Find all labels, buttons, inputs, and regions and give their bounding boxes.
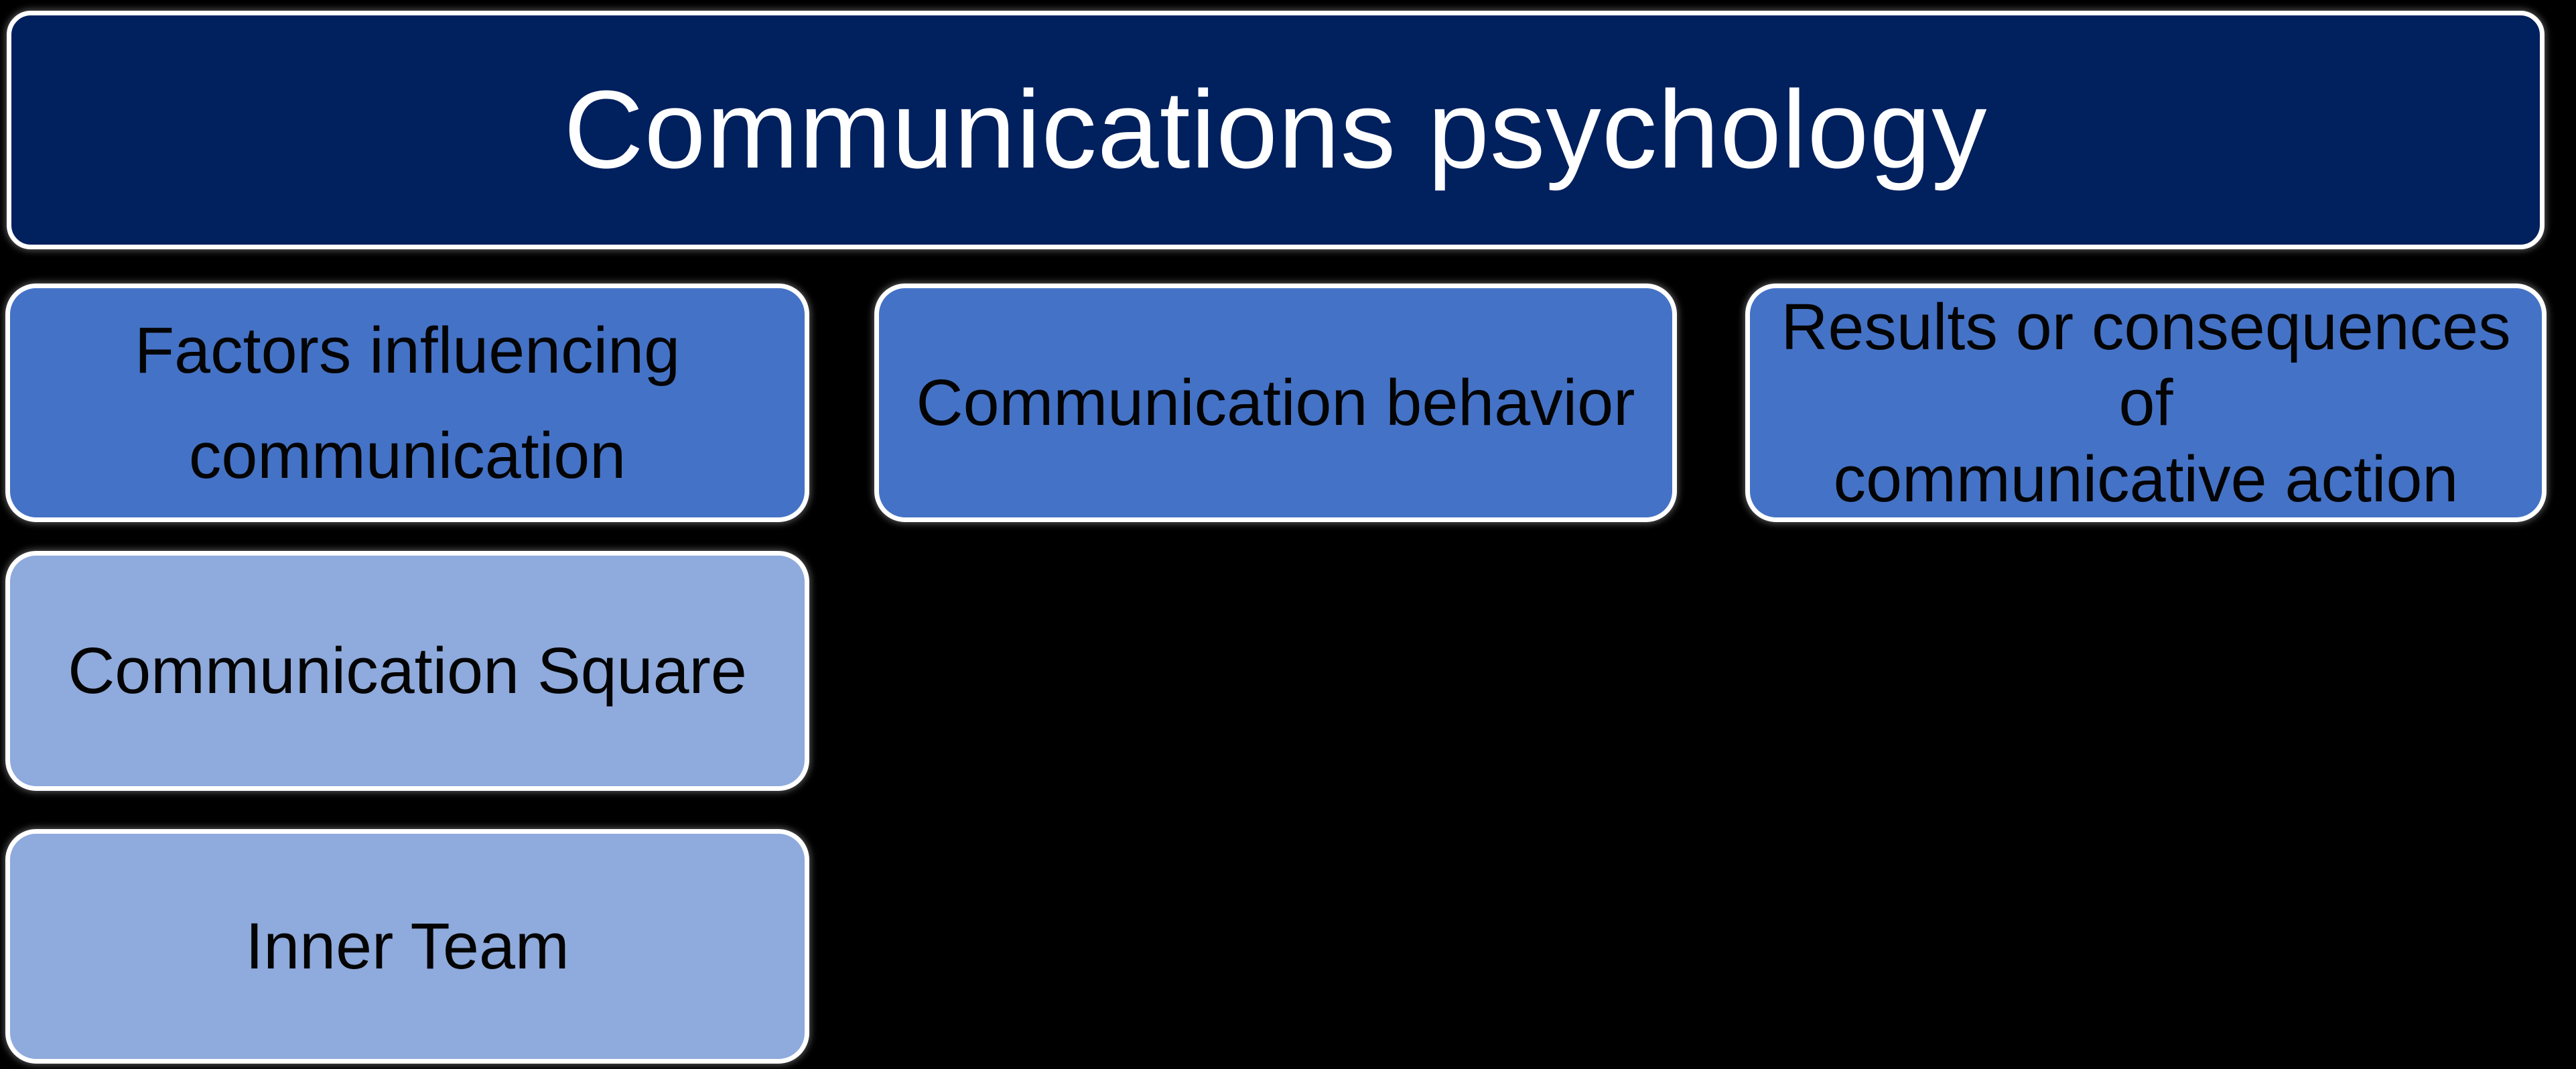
node-title-label: Communications psychology [563, 68, 1988, 192]
node-label: Inner Team [245, 909, 569, 983]
node-inner-team: Inner Team [5, 829, 809, 1064]
node-label: Factors influencing communication [134, 313, 681, 492]
node-communication-behavior: Communication behavior [874, 284, 1677, 522]
node-factors-influencing-communication: Factors influencing communication [5, 284, 809, 522]
node-label: Results or consequences of communicative… [1781, 290, 2511, 515]
node-communication-square: Communication Square [5, 551, 809, 791]
node-label: Communication behavior [916, 366, 1635, 440]
node-communications-psychology: Communications psychology [7, 11, 2545, 249]
node-label: Communication Square [68, 634, 747, 708]
node-results-or-consequences: Results or consequences of communicative… [1745, 284, 2547, 522]
